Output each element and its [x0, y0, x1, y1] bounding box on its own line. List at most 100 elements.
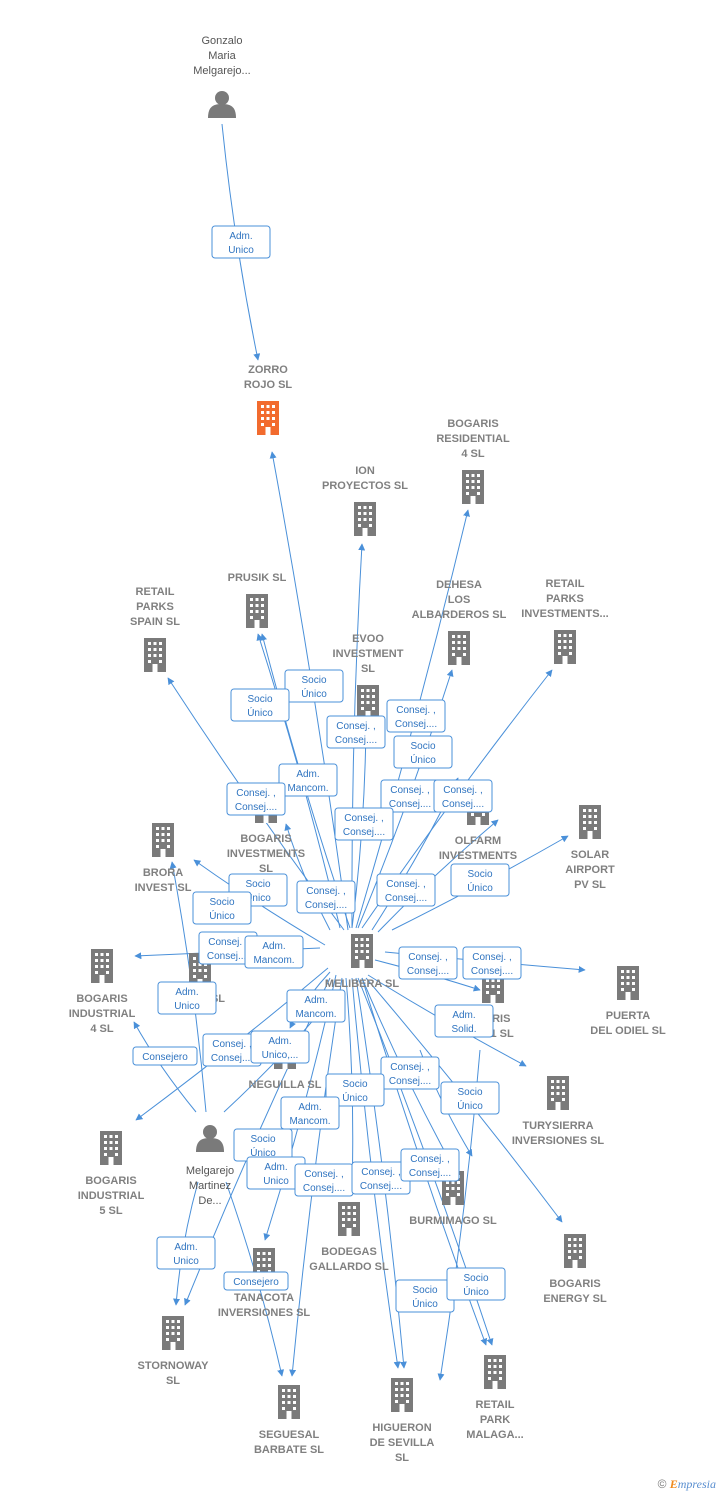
edge-label[interactable]: Consej. ,Consej.... [226, 782, 286, 816]
edge-label-text: Consej. , [408, 952, 447, 963]
node-label: TANACOTA [234, 1292, 294, 1304]
edge-label[interactable]: Consejero [132, 1046, 198, 1066]
edge-label[interactable]: Adm.Unico [246, 1156, 306, 1190]
footer-brand[interactable]: © Empresia [658, 1477, 716, 1492]
edge-label-text: Consej. , [208, 937, 247, 948]
edge-label[interactable]: Consej. ,Consej.... [334, 807, 394, 841]
edge-label-text: Adm. [264, 1162, 287, 1173]
edge-label-text: Único [457, 1099, 483, 1112]
node-retail_malaga[interactable]: RETAILPARKMALAGA... [466, 1355, 524, 1441]
brand-logo: Empresia [669, 1477, 716, 1491]
edge-label-text: Unico [228, 245, 254, 256]
node-melgarejo[interactable]: MelgarejoMartinezDe... [186, 1125, 234, 1207]
edge-label[interactable]: Consej. ,Consej.... [380, 1056, 440, 1090]
edge-label-box [400, 1148, 460, 1182]
edge-label[interactable]: Consejero [223, 1271, 289, 1291]
edge-label-text: Socio [410, 741, 435, 752]
edge-label-text: Único [342, 1091, 368, 1104]
edge-label-text: Único [209, 909, 235, 922]
edge-label[interactable]: Consej. ,Consej.... [400, 1148, 460, 1182]
edge-label-text: Consej.... [305, 900, 347, 911]
edge-label[interactable]: Adm.Unico [157, 981, 217, 1015]
node-label: INVESTMENTS [439, 850, 517, 862]
edge-label[interactable]: Consej. ,Consej.... [296, 880, 356, 914]
edge-label[interactable]: Adm.Mancom. [278, 763, 338, 797]
node-label: ALBARDEROS SL [412, 609, 507, 621]
edge-label[interactable]: Consej. ,Consej.... [433, 779, 493, 813]
node-olfarm[interactable]: OLFARMINVESTMENTSSL [439, 791, 517, 877]
edge-label-text: Unico [173, 1256, 199, 1267]
edge-label[interactable]: Adm.Mancom. [244, 935, 304, 969]
edge-label[interactable]: Consej. ,Consej.... [202, 1033, 262, 1067]
edge-label-text: Consej.... [335, 735, 377, 746]
edge-label[interactable]: Adm.Unico,... [250, 1030, 310, 1064]
edge-label-text: Socio [209, 897, 234, 908]
edge-label-box [211, 225, 271, 259]
edge-label[interactable]: Adm.Solid. [434, 1004, 494, 1038]
building-icon [152, 823, 174, 857]
edge-label[interactable]: Consej. ,Consej.... [326, 715, 386, 749]
edge-label[interactable]: Consej. ,Consej.... [398, 946, 458, 980]
edge-label[interactable]: Consej. ,Consej.... [380, 779, 440, 813]
building-icon [354, 502, 376, 536]
edge-label[interactable]: Consej. ,Consej.... [386, 699, 446, 733]
building-icon [579, 805, 601, 839]
building-icon [100, 1131, 122, 1165]
node-label: PARK [480, 1414, 510, 1426]
node-label: SL [166, 1375, 180, 1387]
edge-label[interactable]: Adm.Unico [156, 1236, 216, 1270]
node-melibera[interactable]: MELIBERA SL [325, 934, 399, 990]
edge-label-box [230, 688, 290, 722]
edge-label[interactable]: Consej. ,Consej.... [462, 946, 522, 980]
node-retail_inv[interactable]: RETAILPARKSINVESTMENTS... [521, 578, 609, 664]
edge-label-text: Adm. [268, 1036, 291, 1047]
node-label: DEHESA [436, 579, 482, 591]
edge-label[interactable]: Adm.Mancom. [286, 989, 346, 1023]
edge-label[interactable]: Consej. ,Consej.... [376, 873, 436, 907]
edge-label[interactable]: Consej. ,Consej.... [294, 1163, 354, 1197]
edge-label-text: Consej. , [212, 1039, 251, 1050]
node-neguilla[interactable]: NEGUILLA SL [249, 1035, 322, 1091]
node-label: Gonzalo [202, 35, 243, 47]
node-prusik[interactable]: PRUSIK SL [228, 572, 287, 628]
node-label: MALAGA... [466, 1429, 523, 1441]
node-gonzalo[interactable]: GonzaloMariaMelgarejo... [193, 35, 251, 118]
edge-label[interactable]: Adm.Mancom. [280, 1096, 340, 1130]
edge-label-text: Único [247, 706, 273, 719]
edge-label-text: Socio [342, 1079, 367, 1090]
edge-label[interactable]: Adm. Unico [211, 225, 271, 259]
edge-label-text: Adm. [229, 231, 252, 242]
node-burmimago[interactable]: BURMIMAGO SL [409, 1171, 497, 1227]
edge-label-text: Consej.... [471, 966, 513, 977]
